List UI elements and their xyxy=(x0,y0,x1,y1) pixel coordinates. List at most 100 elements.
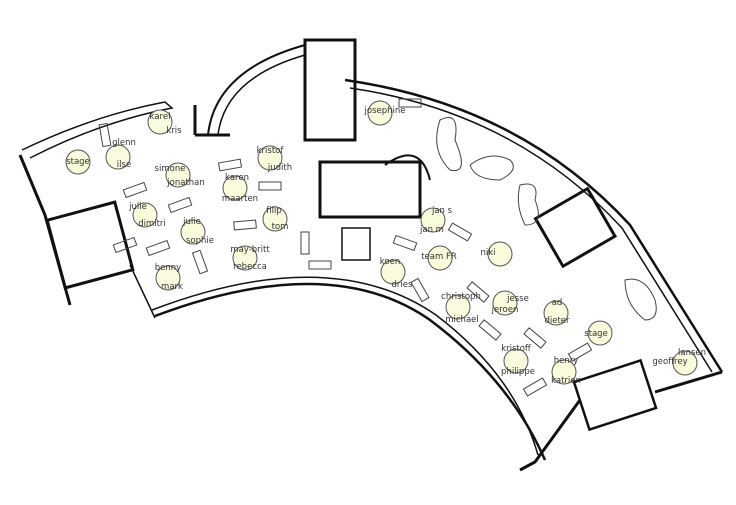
desk xyxy=(392,234,418,252)
desk xyxy=(233,219,257,231)
meeting-tables xyxy=(436,117,657,321)
name-label: jonathan xyxy=(167,178,205,188)
name-label: niki xyxy=(480,248,496,258)
name-label: julie xyxy=(183,217,201,227)
name-label: jeroen xyxy=(491,305,519,315)
round-table xyxy=(367,100,393,126)
round-table xyxy=(180,219,206,245)
round-table xyxy=(445,294,471,320)
meeting-table xyxy=(517,183,539,226)
desk xyxy=(122,181,148,199)
desk xyxy=(567,342,593,362)
name-label: karen xyxy=(225,173,249,183)
name-label: julie xyxy=(129,202,147,212)
desk xyxy=(258,181,282,191)
round-table xyxy=(105,144,131,170)
name-label: karel xyxy=(149,112,171,122)
meeting-table xyxy=(436,117,462,172)
desk xyxy=(112,236,138,254)
round-table xyxy=(155,265,181,291)
round-table xyxy=(132,202,158,228)
name-label: maarten xyxy=(221,194,259,204)
desk-clusters xyxy=(65,100,698,385)
name-label: josephine xyxy=(364,106,406,116)
name-label: christoph xyxy=(441,292,481,302)
outer-arc xyxy=(344,78,724,373)
central-core xyxy=(318,160,422,219)
bottom-right-wall xyxy=(519,370,723,472)
name-label: kris xyxy=(166,126,182,136)
name-label: jan s xyxy=(431,206,453,216)
round-table xyxy=(420,207,446,233)
desk xyxy=(447,222,473,242)
desk xyxy=(466,281,490,303)
dome xyxy=(207,44,306,136)
round-table xyxy=(222,175,248,201)
desk xyxy=(523,327,547,349)
meeting-table xyxy=(624,278,657,321)
name-label: ad xyxy=(551,298,563,308)
desk xyxy=(522,377,548,397)
desk xyxy=(410,277,430,303)
round-table xyxy=(672,350,698,376)
round-table xyxy=(380,259,406,285)
name-label: ilse xyxy=(116,160,132,170)
name-label: dimitri xyxy=(138,219,166,229)
name-label: henry xyxy=(553,356,579,366)
name-label: mark xyxy=(161,282,183,292)
name-label: judith xyxy=(267,163,293,173)
name-label: stage xyxy=(66,157,90,167)
desk xyxy=(300,231,310,255)
dome-base xyxy=(193,105,230,137)
desk xyxy=(217,158,243,172)
dome-inner xyxy=(217,54,306,136)
round-table xyxy=(262,206,288,232)
round-table xyxy=(427,245,453,271)
desk xyxy=(478,319,502,341)
round-table xyxy=(543,300,569,326)
stair-tower xyxy=(303,38,357,142)
left-wing-bottom xyxy=(129,264,156,319)
round-table xyxy=(165,162,191,188)
name-label: benny xyxy=(154,263,182,273)
desks xyxy=(98,98,593,397)
name-label: philippe xyxy=(501,367,535,377)
name-label: lansen xyxy=(677,348,707,358)
desk xyxy=(191,249,209,275)
name-label: kristoff xyxy=(501,344,531,354)
name-label: rebecca xyxy=(233,262,267,272)
meeting-table xyxy=(469,155,514,181)
name-label: jesse xyxy=(507,294,529,304)
name-label: glenn xyxy=(112,138,136,148)
outer-arc-2 xyxy=(349,87,713,373)
round-table xyxy=(587,320,613,346)
name-label: sophie xyxy=(185,236,215,246)
name-label: dries xyxy=(391,280,413,290)
round-table xyxy=(65,149,91,175)
name-label: geoffrey xyxy=(652,357,688,367)
round-table xyxy=(257,145,283,171)
name-label: tom xyxy=(271,222,289,232)
round-table xyxy=(147,109,173,135)
inner-arc xyxy=(154,282,547,461)
name-label: may-britt xyxy=(230,245,270,255)
desk xyxy=(308,260,332,270)
name-label: michael xyxy=(445,315,479,325)
desk xyxy=(98,122,112,148)
name-label: kristof xyxy=(256,146,284,156)
name-label: katrien xyxy=(551,376,581,386)
inner-arc-2 xyxy=(151,276,539,456)
round-table xyxy=(492,290,518,316)
reception-desk xyxy=(384,154,431,181)
outer-wall-left-wing xyxy=(21,101,174,159)
round-table xyxy=(503,348,529,374)
name-label: simone xyxy=(154,164,186,174)
stairs xyxy=(341,227,371,261)
round-table xyxy=(551,359,577,385)
name-label: koen xyxy=(379,257,401,267)
name-label: stage xyxy=(584,329,608,339)
toilet-block xyxy=(572,358,658,432)
desk xyxy=(145,239,171,257)
